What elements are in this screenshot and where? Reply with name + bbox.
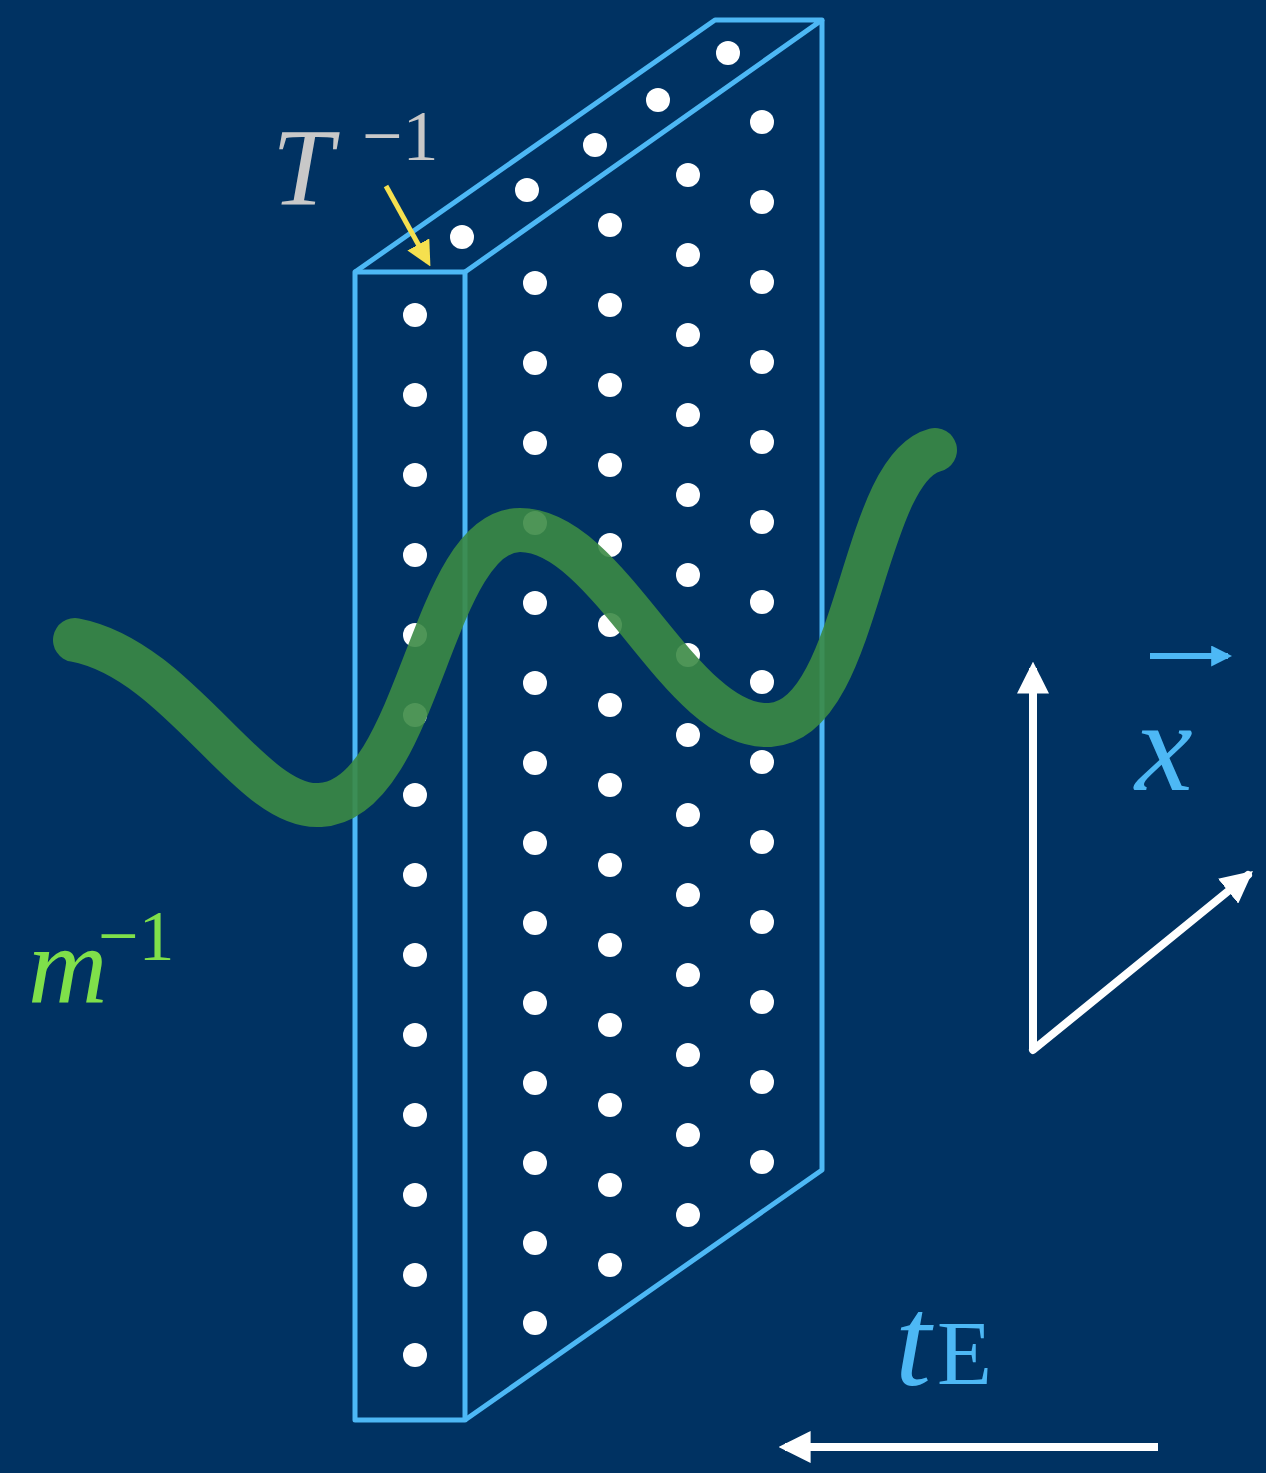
temperature-symbol: T [272, 113, 333, 223]
lattice-site [750, 510, 774, 534]
lattice-site [676, 1203, 700, 1227]
subscript: E [937, 1309, 992, 1399]
lattice-site [676, 1043, 700, 1067]
lattice-site [523, 1151, 547, 1175]
mass-wave [75, 450, 935, 805]
lattice-site [598, 773, 622, 797]
lattice-site [403, 1023, 427, 1047]
space-symbol: x [1135, 681, 1193, 811]
lattice-site [523, 591, 547, 615]
exponent: −1 [362, 100, 439, 172]
lattice-site [523, 751, 547, 775]
lattice-site [598, 1013, 622, 1037]
space-axis [1029, 668, 1037, 1050]
exponent: −1 [98, 900, 175, 972]
lattice-site [403, 1263, 427, 1287]
lattice-site [523, 911, 547, 935]
lattice-site [676, 1123, 700, 1147]
slab-top-face [355, 20, 822, 272]
lattice-site [598, 693, 622, 717]
lattice-site [750, 830, 774, 854]
lattice-site [598, 213, 622, 237]
lattice-site [598, 933, 622, 957]
lattice-site [403, 463, 427, 487]
lattice-site [750, 1070, 774, 1094]
lattice-site [750, 590, 774, 614]
lattice-site [598, 373, 622, 397]
lattice-site [403, 1183, 427, 1207]
lattice-site [515, 178, 539, 202]
lattice-site [523, 1231, 547, 1255]
lattice-site [403, 943, 427, 967]
lattice-site [523, 831, 547, 855]
lattice-site [750, 270, 774, 294]
lattice-site [646, 88, 670, 112]
lattice-site [750, 670, 774, 694]
lattice-site [403, 1103, 427, 1127]
time-axis [785, 1443, 1158, 1451]
lattice-site [676, 483, 700, 507]
lattice-site [598, 1173, 622, 1197]
lattice-site [676, 323, 700, 347]
lattice-site [598, 293, 622, 317]
lattice-site [676, 963, 700, 987]
lattice-site [676, 723, 700, 747]
slab-front-face [355, 272, 465, 1420]
lattice-site [676, 563, 700, 587]
lattice-site [403, 543, 427, 567]
lattice-site [598, 1253, 622, 1277]
lattice-site [403, 303, 427, 327]
mass-symbol: m [28, 911, 107, 1021]
lattice-site [523, 271, 547, 295]
lattice-site [523, 991, 547, 1015]
lattice-site [676, 243, 700, 267]
lattice-site [523, 1311, 547, 1335]
lattice-site [598, 453, 622, 477]
lattice-site [598, 853, 622, 877]
lattice-site [598, 1093, 622, 1117]
lattice-site [750, 1150, 774, 1174]
lattice-site [523, 431, 547, 455]
lattice-site [750, 910, 774, 934]
vector-arrow-symbol [1150, 653, 1228, 659]
lattice-site [450, 225, 474, 249]
time-symbol: t [895, 1276, 931, 1406]
lattice-site [523, 1071, 547, 1095]
lattice-site [583, 133, 607, 157]
lattice-site [523, 671, 547, 695]
lattice-site [750, 350, 774, 374]
lattice-site [676, 883, 700, 907]
lattice-site [716, 41, 740, 65]
lattice-site [403, 383, 427, 407]
lattice-site [750, 750, 774, 774]
lattice-site [676, 163, 700, 187]
lattice-site [403, 1343, 427, 1367]
lattice-site [676, 403, 700, 427]
lattice-site [750, 110, 774, 134]
lattice-site [523, 351, 547, 375]
lattice-site [676, 803, 700, 827]
lattice-site [750, 430, 774, 454]
lattice-site [750, 190, 774, 214]
space-axis-depth [1033, 875, 1248, 1050]
lattice-site [403, 783, 427, 807]
thickness-pointer [386, 186, 428, 262]
lattice-site [403, 863, 427, 887]
lattice-site [750, 990, 774, 1014]
